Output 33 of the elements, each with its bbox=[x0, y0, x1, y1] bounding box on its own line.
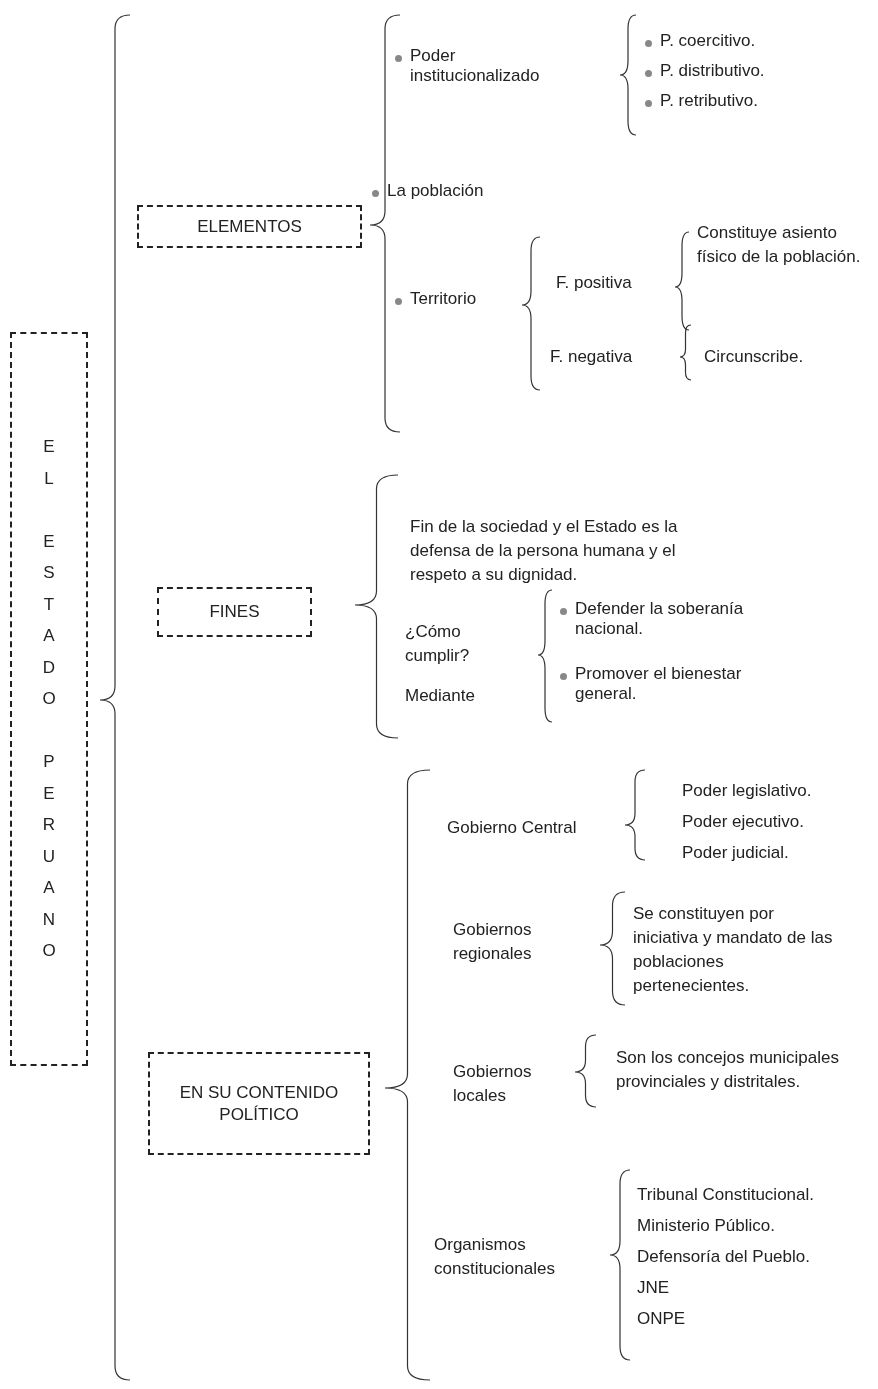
list-item-text: ONPE bbox=[637, 1308, 687, 1330]
branch-text: Gobiernos locales bbox=[453, 1061, 533, 1107]
category-box: EN SU CONTENIDO POLÍTICO bbox=[148, 1052, 370, 1155]
list-item-text: Tribunal Constitucional. bbox=[637, 1184, 815, 1206]
list-item-text: Defensoría del Pueblo. bbox=[637, 1246, 811, 1268]
list-item-text: Poder ejecutivo. bbox=[682, 811, 805, 833]
branch-text: Gobiernos regionales bbox=[453, 919, 533, 965]
definition-text: Circunscribe. bbox=[704, 346, 805, 368]
connector-word: Mediante bbox=[405, 685, 476, 707]
list-item-text: La población bbox=[387, 181, 484, 201]
list-item-text: Poder judicial. bbox=[682, 842, 790, 864]
list-item-text: P. coercitivo. bbox=[660, 31, 756, 51]
branch-text: F. negativa bbox=[550, 346, 634, 368]
list-item-text: Territorio bbox=[410, 289, 477, 309]
list-item-text: Poder legislativo. bbox=[682, 780, 813, 802]
definition-text: Son los concejos municipales provinciales y distritales. bbox=[616, 1047, 840, 1093]
list-item-text: Promover el bienestar general. bbox=[575, 664, 743, 704]
paragraph-text: Fin de la sociedad y el Estado es la defensa de la persona humana y el respeto a su dignidad. bbox=[410, 516, 679, 586]
list-item-text: Poder institucionalizado bbox=[410, 46, 541, 86]
title-box: EL ESTADO PERUANO bbox=[10, 332, 88, 1066]
definition-text: Se constituyen por iniciativa y mandato de las poblaciones pertenecientes. bbox=[633, 903, 834, 997]
category-box: FINES bbox=[157, 587, 312, 637]
list-item-text: Defender la soberanía nacional. bbox=[575, 599, 745, 639]
branch-text: Organismos constitucionales bbox=[434, 1234, 556, 1280]
list-item-text: Ministerio Público. bbox=[637, 1215, 776, 1237]
question-text: ¿Cómo cumplir? bbox=[405, 621, 471, 667]
definition-text: Constituye asiento físico de la población. bbox=[697, 222, 862, 268]
branch-text: Gobierno Central bbox=[447, 817, 578, 839]
list-item-text: JNE bbox=[637, 1277, 671, 1299]
list-item-text: P. retributivo. bbox=[660, 91, 758, 111]
branch-text: F. positiva bbox=[556, 272, 633, 294]
category-box: ELEMENTOS bbox=[137, 205, 362, 248]
list-item-text: P. distributivo. bbox=[660, 61, 765, 81]
